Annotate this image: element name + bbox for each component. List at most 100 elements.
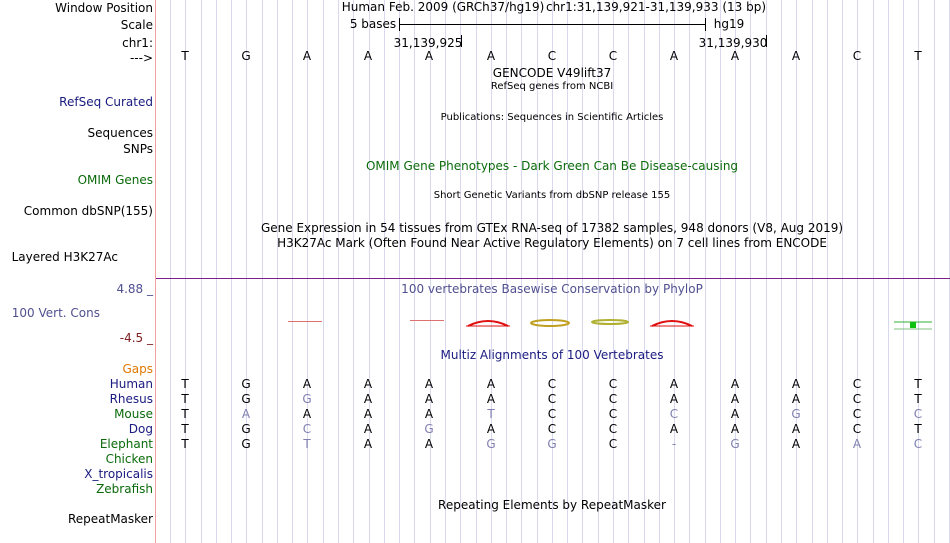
guide-line bbox=[598, 0, 599, 543]
alignment-base: A bbox=[424, 437, 434, 451]
alignment-base: A bbox=[424, 392, 434, 406]
label-x-tropicalis[interactable]: X_tropicalis bbox=[84, 467, 153, 481]
sequence-base: A bbox=[730, 49, 740, 63]
guide-line bbox=[216, 0, 217, 543]
guide-line bbox=[246, 0, 247, 543]
label-window-position: Window Position bbox=[55, 1, 153, 15]
alignment-base: T bbox=[181, 392, 189, 406]
track-group-divider bbox=[156, 278, 950, 279]
alignment-base: T bbox=[181, 437, 189, 451]
guide-line bbox=[399, 0, 400, 543]
gtex-track-title: Gene Expression in 54 tissues from GTEx … bbox=[260, 221, 844, 235]
alignment-base: T bbox=[181, 377, 189, 391]
guide-line bbox=[903, 0, 904, 543]
alignment-base: G bbox=[486, 437, 496, 451]
guide-line bbox=[674, 0, 675, 543]
alignment-base: A bbox=[486, 392, 496, 406]
alignment-base: C bbox=[913, 437, 923, 451]
alignment-base: A bbox=[669, 392, 679, 406]
label-repeatmasker[interactable]: RepeatMasker bbox=[67, 512, 153, 526]
alignment-base: G bbox=[241, 377, 251, 391]
guide-line bbox=[414, 0, 415, 543]
alignment-base: C bbox=[852, 407, 862, 421]
cons-mark-4 bbox=[530, 319, 570, 327]
sequence-base: A bbox=[486, 49, 496, 63]
alignment-base: T bbox=[303, 437, 311, 451]
sequence-base: A bbox=[424, 49, 434, 63]
label-layered-h3k27ac[interactable]: Layered H3K27Ac bbox=[11, 250, 118, 264]
guide-line bbox=[567, 0, 568, 543]
guide-line bbox=[430, 0, 431, 543]
alignment-base: A bbox=[669, 377, 679, 391]
publications-track-title: Publications: Sequences in Scientific Ar… bbox=[440, 112, 664, 123]
label-refseq-curated[interactable]: RefSeq Curated bbox=[59, 95, 153, 109]
label-elephant[interactable]: Elephant bbox=[99, 437, 153, 451]
label-100-vert-cons[interactable]: 100 Vert. Cons bbox=[11, 306, 100, 320]
alignment-base: G bbox=[547, 437, 557, 451]
alignment-base: G bbox=[241, 422, 251, 436]
cons-mark-6 bbox=[650, 320, 694, 327]
alignment-base: A bbox=[791, 422, 801, 436]
cons-mark-7 bbox=[894, 321, 932, 330]
scale-db-label: hg19 bbox=[713, 17, 745, 31]
guide-line bbox=[582, 0, 583, 543]
label-gaps[interactable]: Gaps bbox=[122, 362, 153, 376]
guide-line bbox=[323, 0, 324, 543]
label-sequences[interactable]: Sequences bbox=[87, 126, 153, 140]
alignment-base: A bbox=[486, 377, 496, 391]
alignment-base: C bbox=[608, 422, 618, 436]
assembly-title: Human Feb. 2009 (GRCh37/hg19) bbox=[341, 0, 545, 14]
label-mouse[interactable]: Mouse bbox=[114, 407, 153, 421]
guide-line bbox=[445, 0, 446, 543]
cons-mark-1 bbox=[288, 321, 322, 322]
alignment-base: A bbox=[669, 422, 679, 436]
alignment-base: C bbox=[547, 422, 557, 436]
label-human[interactable]: Human bbox=[109, 377, 153, 391]
alignment-base: A bbox=[424, 407, 434, 421]
alignment-base: A bbox=[363, 377, 373, 391]
guide-line bbox=[384, 0, 385, 543]
track-image-area[interactable]: Human Feb. 2009 (GRCh37/hg19) chr1:31,13… bbox=[156, 0, 950, 543]
alignment-base: G bbox=[791, 407, 801, 421]
label-chicken[interactable]: Chicken bbox=[105, 452, 153, 466]
alignment-base: C bbox=[547, 407, 557, 421]
guide-line bbox=[537, 0, 538, 543]
alignment-base: C bbox=[608, 392, 618, 406]
guide-line bbox=[491, 0, 492, 543]
alignment-base: A bbox=[424, 377, 434, 391]
sequence-base: G bbox=[241, 49, 251, 63]
refseq-track-title: RefSeq genes from NCBI bbox=[490, 81, 614, 92]
guide-line bbox=[750, 0, 751, 543]
label-scale: Scale bbox=[120, 18, 153, 32]
alignment-base: - bbox=[671, 437, 677, 451]
side-panel-divider bbox=[155, 0, 156, 543]
sequence-base: C bbox=[852, 49, 862, 63]
guide-line bbox=[720, 0, 721, 543]
label-rhesus[interactable]: Rhesus bbox=[109, 392, 153, 406]
guide-line bbox=[338, 0, 339, 543]
sequence-base: A bbox=[669, 49, 679, 63]
guide-line bbox=[552, 0, 553, 543]
alignment-base: A bbox=[486, 422, 496, 436]
guide-line bbox=[705, 0, 706, 543]
label-common-dbsnp[interactable]: Common dbSNP(155) bbox=[23, 204, 153, 218]
guide-line bbox=[353, 0, 354, 543]
alignment-base: G bbox=[241, 437, 251, 451]
multiz-track-title: Multiz Alignments of 100 Vertebrates bbox=[440, 348, 664, 362]
alignment-base: T bbox=[181, 422, 189, 436]
label-omim-genes[interactable]: OMIM Genes bbox=[77, 173, 153, 187]
alignment-base: A bbox=[302, 377, 312, 391]
label-dog[interactable]: Dog bbox=[128, 422, 153, 436]
alignment-base: C bbox=[547, 392, 557, 406]
alignment-base: T bbox=[487, 407, 495, 421]
coord-tick-right bbox=[766, 35, 767, 47]
sequence-base: C bbox=[547, 49, 557, 63]
label-zebrafish[interactable]: Zebrafish bbox=[96, 482, 153, 496]
label-cons-min: -4.5 _ bbox=[119, 331, 153, 345]
label-snps[interactable]: SNPs bbox=[123, 142, 153, 156]
guide-line bbox=[262, 0, 263, 543]
alignment-base: A bbox=[791, 377, 801, 391]
guide-line bbox=[277, 0, 278, 543]
